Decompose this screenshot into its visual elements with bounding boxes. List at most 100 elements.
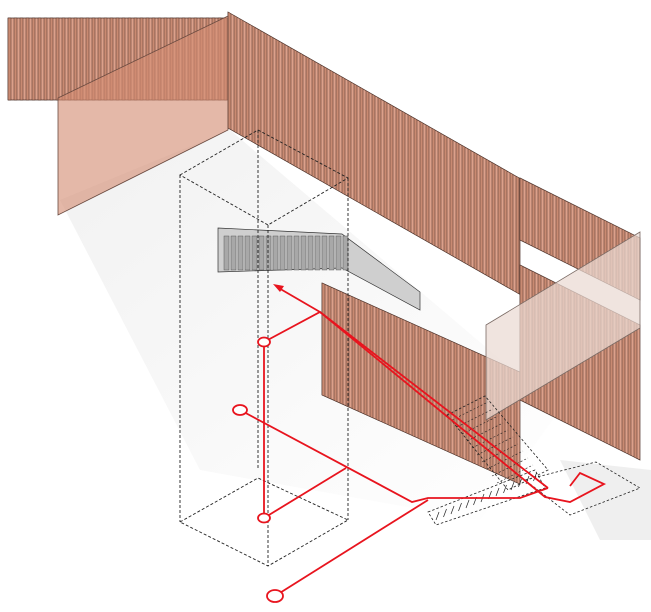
upper-wall-slat — [323, 66, 328, 185]
stair-tread-tick — [495, 487, 500, 497]
route-nodes — [232, 336, 284, 603]
upper-wall-slat — [281, 42, 286, 161]
lower-wall-slat — [339, 290, 344, 405]
upper-wall-left-slat — [55, 17, 60, 101]
lower-wall-slat — [477, 352, 482, 467]
upper-wall-slat — [443, 134, 448, 254]
stair-tread-line — [491, 457, 529, 477]
upper-wall-slat — [407, 114, 412, 233]
upper-wall-slat — [299, 52, 304, 172]
upper-wall-slat — [437, 131, 442, 250]
right-wall-top-slat — [537, 186, 542, 251]
stair-tread-tick — [458, 502, 462, 512]
stair-tread-line — [471, 429, 509, 449]
upper-wall-left-slat — [43, 17, 48, 101]
upper-wall-slat — [461, 144, 466, 264]
right-wall-top-slat — [573, 204, 578, 269]
upper-wall-slat — [317, 62, 322, 182]
upper-wall-slat — [233, 14, 238, 134]
upper-wall-slat — [431, 127, 436, 247]
upper-wall-left-slat — [37, 17, 42, 101]
lower-wall-slat — [417, 325, 422, 440]
upper-wall-slat — [341, 76, 346, 196]
upper-wall-slat — [257, 28, 262, 148]
upper-wall-slat — [503, 168, 508, 288]
ellipse-node — [232, 404, 248, 416]
lower-wall-slat — [333, 288, 338, 403]
stair-riser — [244, 235, 251, 271]
upper-wall-left-slat — [31, 17, 36, 101]
stair-riser — [230, 235, 237, 271]
lower-wall-slat — [423, 328, 428, 443]
upper-wall-slat — [335, 73, 340, 192]
upper-wall-slat — [305, 56, 310, 175]
stair-riser — [258, 235, 265, 271]
right-wall-top-slat — [561, 198, 566, 263]
lower-wall-slat — [459, 344, 464, 459]
upper-wall-slat — [425, 124, 430, 244]
upper-wall-slat — [287, 45, 292, 165]
stair-riser — [265, 235, 272, 271]
lower-wall-slat — [321, 282, 326, 397]
upper-wall-slat — [485, 158, 490, 278]
stair-riser — [279, 235, 286, 271]
stair-riser — [251, 235, 258, 271]
upper-wall-slat — [275, 38, 280, 158]
upper-wall-slat — [251, 25, 256, 144]
right-wall-top-slat — [555, 195, 560, 260]
stair-tread-tick — [450, 505, 455, 515]
lower-wall-slat — [351, 296, 356, 411]
stair-riser — [321, 235, 328, 271]
right-wall-bottom-slat — [627, 318, 632, 456]
stair-riser — [272, 235, 279, 271]
stair-riser — [335, 235, 342, 271]
lower-wall-slat — [393, 315, 398, 430]
ellipse-node — [257, 512, 271, 524]
upper-wall-slat — [365, 90, 370, 209]
upper-wall-slat — [383, 100, 388, 220]
ellipse-node — [257, 336, 271, 348]
upper-wall-left-slat — [19, 17, 24, 101]
stair-tread-tick — [435, 511, 440, 521]
upper-wall-slat — [371, 93, 376, 213]
upper-wall-slat — [245, 21, 250, 141]
ellipse-node — [266, 589, 284, 603]
dashed-volume-outline — [179, 129, 349, 567]
upper-wall-left-slat — [25, 17, 30, 101]
upper-grey-stair — [217, 227, 421, 311]
upper-wall-left-slat — [49, 17, 54, 101]
upper-wall-slat — [479, 155, 484, 274]
upper-wall-slat — [293, 49, 298, 168]
upper-wall-slat — [515, 175, 520, 295]
upper-wall-left-slat — [7, 17, 12, 101]
lower-wall-slat — [411, 323, 416, 438]
dashed-lower-stair — [427, 395, 641, 526]
upper-wall-slat — [497, 165, 502, 285]
upper-wall-slat — [509, 172, 514, 291]
stair-riser — [293, 235, 300, 271]
upper-wall-left-slat — [67, 17, 72, 101]
circulation-route — [239, 286, 607, 597]
right-wall-bottom-slat — [633, 321, 638, 459]
lower-wall-slat — [405, 320, 410, 435]
stair-tread-tick — [465, 499, 470, 509]
upper-wall-slat — [413, 117, 418, 237]
upper-wall-left-slat — [61, 17, 66, 101]
upper-wall-slat — [269, 35, 274, 155]
lower-wall-slat — [441, 336, 446, 451]
right-wall-top-slat — [549, 192, 554, 257]
upper-wall-slat — [263, 32, 268, 151]
lower-wall-slat — [453, 342, 458, 457]
upper-wall-slat — [473, 151, 478, 271]
left-glass-panel — [57, 15, 229, 216]
upper-wall-slat — [239, 18, 244, 137]
stair-tread-tick — [503, 484, 507, 494]
stair-tread-line — [466, 422, 504, 442]
stair-tread-line — [496, 464, 534, 484]
stair-riser — [237, 235, 244, 271]
upper-wall-slat — [359, 86, 364, 206]
lower-wall-slat — [369, 304, 374, 419]
stair-tread-tick — [443, 508, 447, 518]
